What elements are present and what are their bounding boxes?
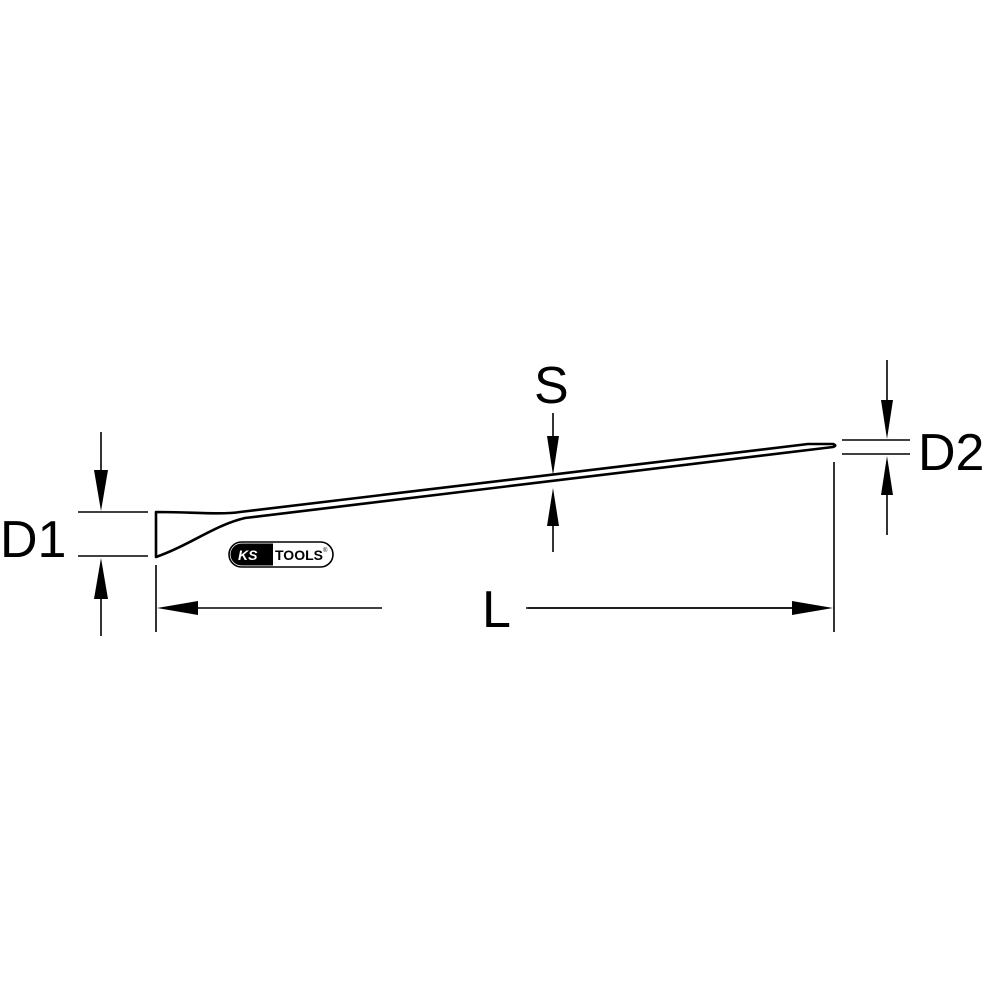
- d1-arrow-bottom: [94, 558, 108, 636]
- d2-label: D2: [918, 424, 984, 482]
- d1-label: D1: [0, 511, 66, 569]
- l-label: L: [482, 581, 511, 639]
- ks-tools-logo: KS TOOLS ®: [228, 541, 334, 568]
- dimension-d1: D1: [0, 432, 148, 636]
- s-arrow-top: [547, 413, 559, 475]
- dimension-d2: D2: [842, 360, 984, 535]
- logo-brand-left: KS: [238, 547, 258, 563]
- logo-brand-right: TOOLS: [275, 547, 323, 563]
- d2-arrow-bottom: [881, 456, 893, 535]
- d2-arrow-top: [881, 360, 893, 439]
- dimension-l: L: [155, 462, 835, 639]
- logo-registered-mark: ®: [323, 547, 328, 554]
- d1-arrow-top: [94, 432, 108, 511]
- l-arrow-left: [157, 601, 382, 615]
- s-label: S: [534, 357, 569, 415]
- s-arrow-bottom: [547, 488, 559, 552]
- pry-bar-outline: [154, 442, 837, 559]
- dimension-s: S: [534, 357, 569, 552]
